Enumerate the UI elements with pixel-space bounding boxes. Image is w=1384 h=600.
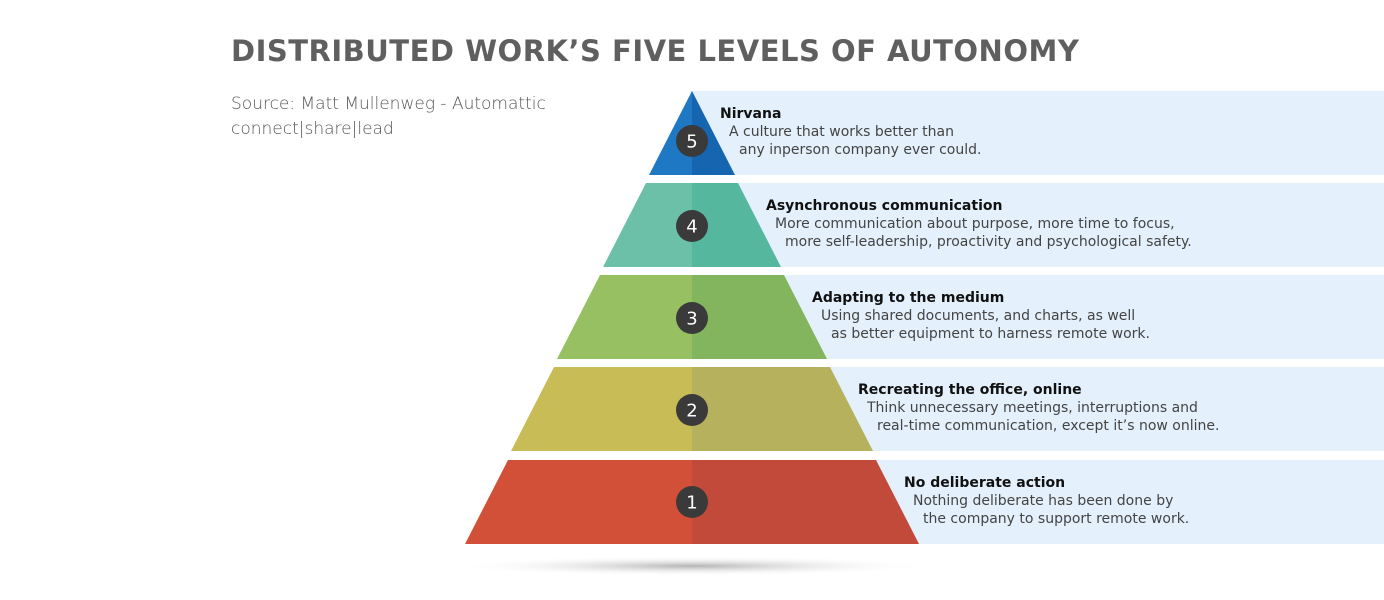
level-1-band — [874, 460, 1384, 544]
level-5-heading: Nirvana — [720, 106, 782, 122]
level-5-desc-line1: A culture that works better than — [729, 124, 954, 140]
level-3-left-face — [557, 275, 692, 359]
level-1-right-face — [692, 460, 919, 544]
level-4-text: Asynchronous communication More communic… — [766, 198, 1192, 251]
level-4-right-face — [692, 183, 781, 267]
level-1-number: 1 — [686, 493, 697, 514]
level-3-number: 3 — [686, 309, 697, 330]
level-1-desc-line1: Nothing deliberate has been done by — [913, 493, 1174, 509]
level-3-text: Adapting to the medium Using shared docu… — [812, 290, 1150, 343]
level-1-heading: No deliberate action — [904, 475, 1066, 491]
source-line: Source: Matt Mullenweg - Automattic — [231, 94, 546, 114]
level-2-number-badge — [676, 394, 708, 426]
level-5-text: Nirvana A culture that works better than… — [720, 106, 981, 159]
level-5-desc-line2: any inperson company ever could. — [739, 142, 982, 158]
level-1-desc-line2: the company to support remote work. — [923, 511, 1190, 527]
pyramid-shadow — [452, 556, 932, 576]
level-3-number-badge — [676, 302, 708, 334]
level-1-left-face — [465, 460, 692, 544]
level-4-description: More communication about purpose, more t… — [775, 215, 1192, 251]
level-1-description: Nothing deliberate has been done by the … — [913, 492, 1189, 528]
level-3-desc-line2: as better equipment to harness remote wo… — [831, 326, 1150, 342]
level-3-description: Using shared documents, and charts, as w… — [821, 307, 1150, 343]
level-3-desc-line1: Using shared documents, and charts, as w… — [821, 308, 1136, 324]
level-2-desc-line2: real-time communication, except it’s now… — [877, 418, 1220, 434]
level-2-desc-line1: Think unnecessary meetings, interruption… — [867, 400, 1198, 416]
level-3-heading: Adapting to the medium — [812, 290, 1005, 306]
level-4-band — [736, 183, 1384, 267]
level-2-heading: Recreating the office, online — [858, 382, 1082, 398]
level-4-desc-line1: More communication about purpose, more t… — [775, 216, 1175, 232]
source-tagline: connect|share|lead — [231, 119, 394, 139]
level-2-description: Think unnecessary meetings, interruption… — [867, 399, 1219, 435]
level-1-number-badge — [676, 486, 708, 518]
level-5-description: A culture that works better than any inp… — [729, 123, 981, 159]
page-title: DISTRIBUTED WORK’S FIVE LEVELS OF AUTONO… — [231, 34, 1080, 68]
level-2-number: 2 — [686, 401, 697, 422]
level-2-left-face — [511, 367, 692, 451]
level-2-right-face — [692, 367, 873, 451]
level-5-left-face — [649, 91, 692, 175]
level-4-left-face — [603, 183, 692, 267]
level-2-text: Recreating the office, online Think unne… — [858, 382, 1219, 435]
source-credit: Source: Matt Mullenweg - Automattic conn… — [231, 92, 546, 142]
level-5-number-badge — [676, 125, 708, 157]
level-4-heading: Asynchronous communication — [766, 198, 1003, 214]
level-5-number: 5 — [686, 132, 697, 153]
level-4-desc-line2: more self-leadership, proactivity and ps… — [785, 234, 1192, 250]
level-4-number: 4 — [686, 217, 697, 238]
level-2-band — [828, 367, 1384, 451]
level-3-right-face — [692, 275, 827, 359]
level-3-band — [782, 275, 1384, 359]
level-5-right-face — [692, 91, 735, 175]
level-4-number-badge — [676, 210, 708, 242]
level-1-text: No deliberate action Nothing deliberate … — [904, 475, 1189, 528]
level-5-band — [690, 91, 1384, 175]
